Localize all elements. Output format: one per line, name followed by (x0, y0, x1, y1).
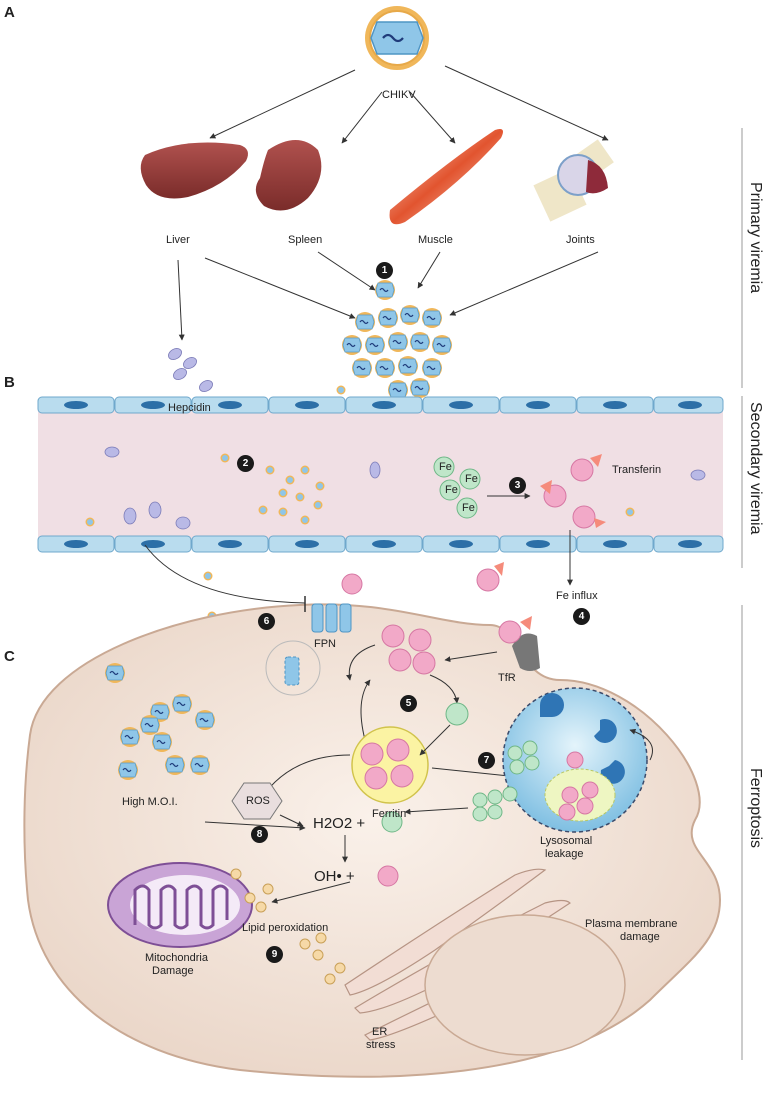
iron-fe-cluster (433, 456, 481, 519)
panel-c-label: C (4, 648, 15, 665)
tfr-to-pool-arrow (444, 651, 498, 663)
nucleus (424, 914, 626, 1056)
transferrin-molecules (476, 454, 606, 592)
exported-fe3 (341, 573, 363, 595)
fenton-fe3 (377, 865, 399, 887)
cristae (133, 884, 229, 930)
joint-illustration (533, 139, 614, 222)
plasma-damage-label: damage (620, 931, 660, 943)
transferrin-receptor (498, 616, 540, 671)
step-7-badge: 7 (478, 752, 495, 769)
transferin-label: Transferin (612, 464, 662, 476)
hepcidin-inhibition-line (144, 544, 306, 604)
step-1-badge: 1 (376, 262, 393, 279)
reduction-arrow (429, 674, 460, 704)
ros-arrow (279, 814, 304, 827)
ferroportin-channel (311, 603, 352, 633)
panel-a-label: A (4, 4, 15, 21)
spleen-label: Spleen (288, 234, 323, 246)
fe-label-4: Fe (462, 502, 475, 514)
endosome-vesicle (265, 640, 321, 696)
pool-to-fpn-arrow (346, 644, 376, 681)
step-4-badge: 4 (573, 608, 590, 625)
lipid-peroxidation-label: Lipid peroxidation (242, 922, 329, 934)
lysosomal-fe3 (558, 751, 599, 821)
moi-to-fenton-arrow (204, 821, 306, 831)
fpn-label: FPN (314, 638, 336, 650)
mitochondria-label: Mitochondria (145, 952, 208, 964)
fenton-fe2 (381, 811, 403, 833)
step-9-badge: 9 (266, 946, 283, 963)
step-5-badge: 5 (400, 695, 417, 712)
step-3-badge: 3 (509, 477, 526, 494)
panel-b-label: B (4, 374, 15, 391)
viremia-arrows (177, 251, 599, 341)
leak-to-fenton-arrow (404, 807, 469, 815)
er-label: ER (372, 1026, 388, 1038)
ferritin-label: Ferritin (372, 808, 407, 820)
fe-label-3: Fe (465, 473, 478, 485)
h2o2-label: H2O2 + (313, 815, 366, 832)
internalized-fpn (284, 656, 300, 686)
oh-to-lipid-arrow (271, 881, 351, 904)
oh-radical-label: OH• + (314, 868, 355, 885)
chikv-virion (365, 6, 429, 70)
lysosome-loop-arrow (629, 728, 653, 761)
secondary-viremia-label: Secondary viremia (747, 402, 764, 535)
fe-label-2: Fe (445, 484, 458, 496)
virus-cluster (341, 279, 453, 401)
leaked-fe2 (472, 786, 518, 822)
high-moi-label: High M.O.I. (122, 796, 178, 808)
hepcidin-molecules (168, 348, 213, 392)
muscle-illustration (389, 129, 503, 225)
step-6-badge: 6 (258, 613, 275, 630)
ros-label: ROS (246, 795, 270, 807)
lysosomal-label: Lysosomal (540, 835, 593, 847)
ros-hexagon (231, 782, 283, 820)
ferritin-release-arrow (360, 679, 371, 741)
lysosomal-fe2 (507, 740, 540, 775)
fe2-cytosolic (445, 702, 469, 726)
plasma-membrane-label: Plasma membrane (585, 918, 678, 930)
virus-dissemination-arrows (209, 65, 609, 144)
muscle-label: Muscle (418, 234, 453, 246)
primary-viremia-label: Primary viremia (747, 182, 764, 294)
mitochondria-damage-label: Damage (152, 965, 194, 977)
spleen-illustration (255, 140, 322, 211)
tfr-label: TfR (498, 672, 516, 684)
ferritin-shell (351, 726, 429, 804)
endothelium-top (37, 396, 724, 414)
er-stress-label: stress (366, 1039, 396, 1051)
joints-label: Joints (566, 234, 595, 246)
fe-label-1: Fe (439, 461, 452, 473)
lysosomal-leakage-label: leakage (545, 848, 584, 860)
fe-influx-label: Fe influx (556, 590, 598, 602)
ferritin-iron (360, 738, 414, 790)
hepcidin-label: Hepcidin (168, 402, 211, 414)
liver-label: Liver (166, 234, 190, 246)
fe3-pool (381, 624, 436, 675)
step-8-badge: 8 (251, 826, 268, 843)
liver-illustration (140, 142, 248, 199)
blood-vessel-lumen (38, 406, 723, 542)
endothelium-bottom (37, 535, 724, 553)
ferroptosis-label: Ferroptosis (747, 768, 764, 849)
step-2-badge: 2 (237, 455, 254, 472)
hepcidin-in-vessel (104, 446, 706, 530)
chikv-label: CHIKV (382, 89, 416, 101)
autophagosome (544, 768, 616, 822)
fe2-to-ferritin-arrow (419, 724, 451, 756)
lipid-radicals (230, 868, 346, 985)
